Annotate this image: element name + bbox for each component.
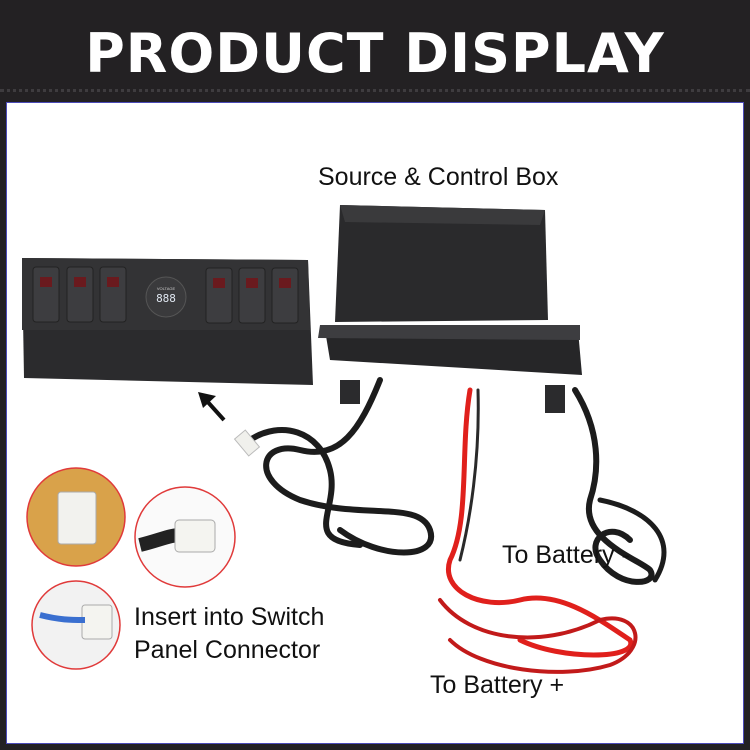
rocker-switches: [32, 266, 299, 324]
voltmeter: [145, 276, 187, 318]
connector-callouts: [26, 467, 236, 670]
label-connector-line1: Insert into Switch: [134, 603, 325, 631]
label-connector-line2: Panel Connector: [134, 636, 321, 664]
label-battery-positive: To Battery +: [430, 671, 565, 699]
divider: [0, 89, 750, 92]
control-box: [318, 205, 582, 413]
page-title: PRODUCT DISPLAY: [85, 22, 665, 85]
label-battery-negative: To Battery -: [502, 541, 630, 569]
callout-connector-inserted: [31, 580, 121, 670]
switch-panel: 888 VOLTAGE: [22, 258, 313, 385]
voltmeter-label: VOLTAGE: [157, 286, 176, 291]
switch-panel-connector: [233, 429, 261, 457]
label-control-box: Source & Control Box: [318, 163, 559, 191]
arrow-icon: [198, 392, 226, 422]
cables: [247, 377, 667, 674]
header-bar: PRODUCT DISPLAY: [0, 0, 750, 100]
voltmeter-reading: 888: [156, 292, 176, 305]
